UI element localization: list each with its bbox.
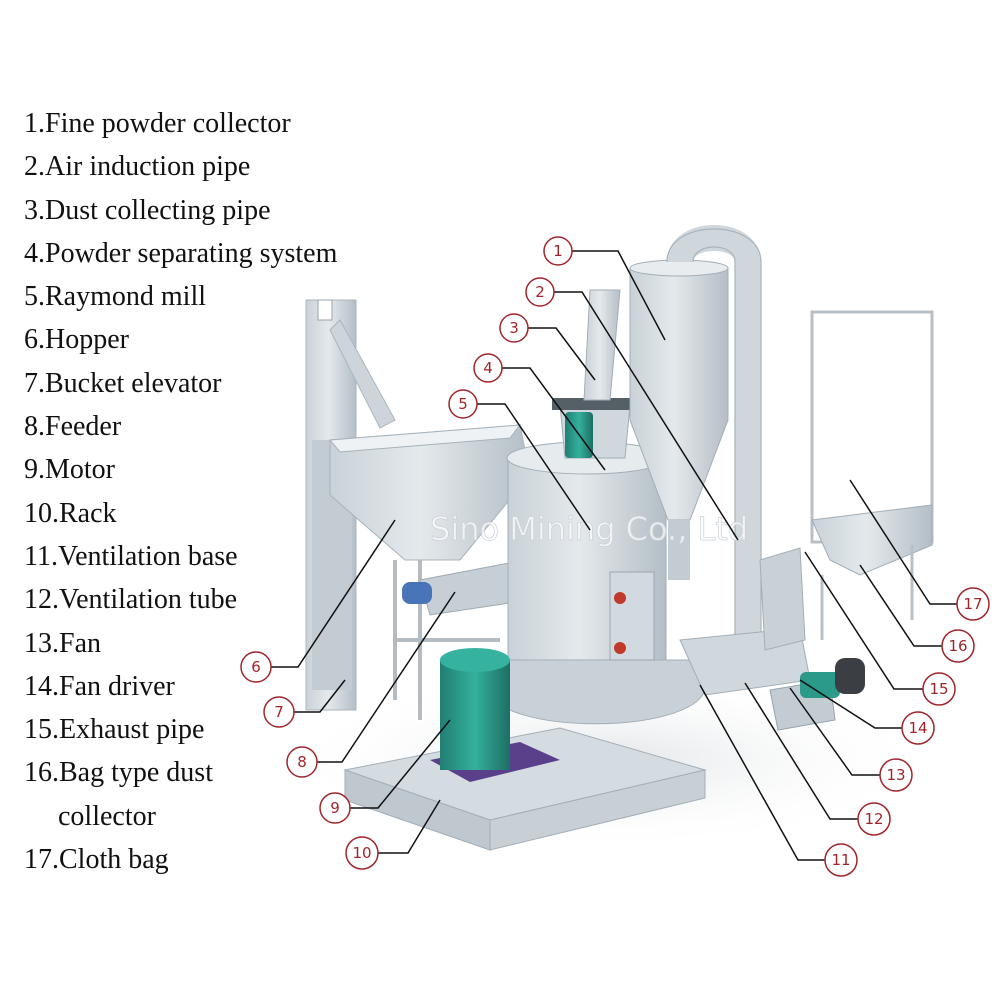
callout-9: 9 xyxy=(330,799,340,817)
motor-rack xyxy=(343,727,707,851)
callout-15: 15 xyxy=(929,680,948,698)
callout-7: 7 xyxy=(274,703,284,721)
callout-5: 5 xyxy=(458,395,468,413)
legend-item-13: 13.Fan xyxy=(24,627,101,659)
dust-collecting-pipe xyxy=(583,289,621,401)
fine-powder-collector xyxy=(629,259,729,580)
callout-8: 8 xyxy=(297,753,307,771)
callout-3: 3 xyxy=(509,319,519,337)
callout-2: 2 xyxy=(535,283,545,301)
powder-separator xyxy=(552,398,632,459)
callout-11: 11 xyxy=(831,851,850,869)
legend-item-11: 11.Ventilation base xyxy=(24,540,238,572)
legend-item-17: 17.Cloth bag xyxy=(24,844,169,876)
legend-item-12: 12.Ventilation tube xyxy=(24,584,238,616)
legend-item-8: 8.Feeder xyxy=(24,411,122,443)
legend-item-14: 14.Fan driver xyxy=(24,670,175,702)
leader-lines xyxy=(270,250,957,861)
feeder xyxy=(402,559,531,616)
legend-item-1: 1.Fine powder collector xyxy=(24,108,291,139)
callout-13: 13 xyxy=(886,766,905,784)
legend-item-5: 5.Raymond mill xyxy=(24,281,206,313)
hopper xyxy=(328,424,531,561)
bag-dust-collector xyxy=(810,310,934,640)
callout-12: 12 xyxy=(864,810,883,828)
callout-numbers: 1 2 3 4 5 6 7 8 9 10 11 12 13 14 15 16 1… xyxy=(251,242,982,869)
legend-item-16-cont: collector xyxy=(58,800,156,832)
air-induction-pipe-outline xyxy=(666,228,762,640)
callout-6: 6 xyxy=(251,658,261,676)
legend-item-9: 9.Motor xyxy=(24,454,115,486)
legend-item-3: 3.Dust collecting pipe xyxy=(24,194,271,226)
legend-item-2: 2.Air induction pipe xyxy=(24,151,251,183)
main-motor xyxy=(430,648,560,782)
callout-16: 16 xyxy=(948,637,967,655)
callout-14: 14 xyxy=(908,719,927,737)
callout-1: 1 xyxy=(553,242,563,260)
legend-item-10: 10.Rack xyxy=(24,497,117,529)
callout-4: 4 xyxy=(483,359,493,377)
legend-item-6: 6.Hopper xyxy=(24,324,129,356)
legend-item-4: 4.Powder separating system xyxy=(24,237,338,269)
callout-17: 17 xyxy=(963,595,982,613)
legend-list: 1.Fine powder collector 2.Air induction … xyxy=(24,102,337,881)
callouts xyxy=(240,236,990,877)
legend-item-7: 7.Bucket elevator xyxy=(24,367,222,399)
ventilation-duct xyxy=(679,547,811,696)
legend-item-15: 15.Exhaust pipe xyxy=(24,714,205,746)
callout-10: 10 xyxy=(352,844,371,862)
air-induction-pipe xyxy=(667,225,761,640)
legend-item-16: 16.Bag type dust xyxy=(24,757,213,789)
